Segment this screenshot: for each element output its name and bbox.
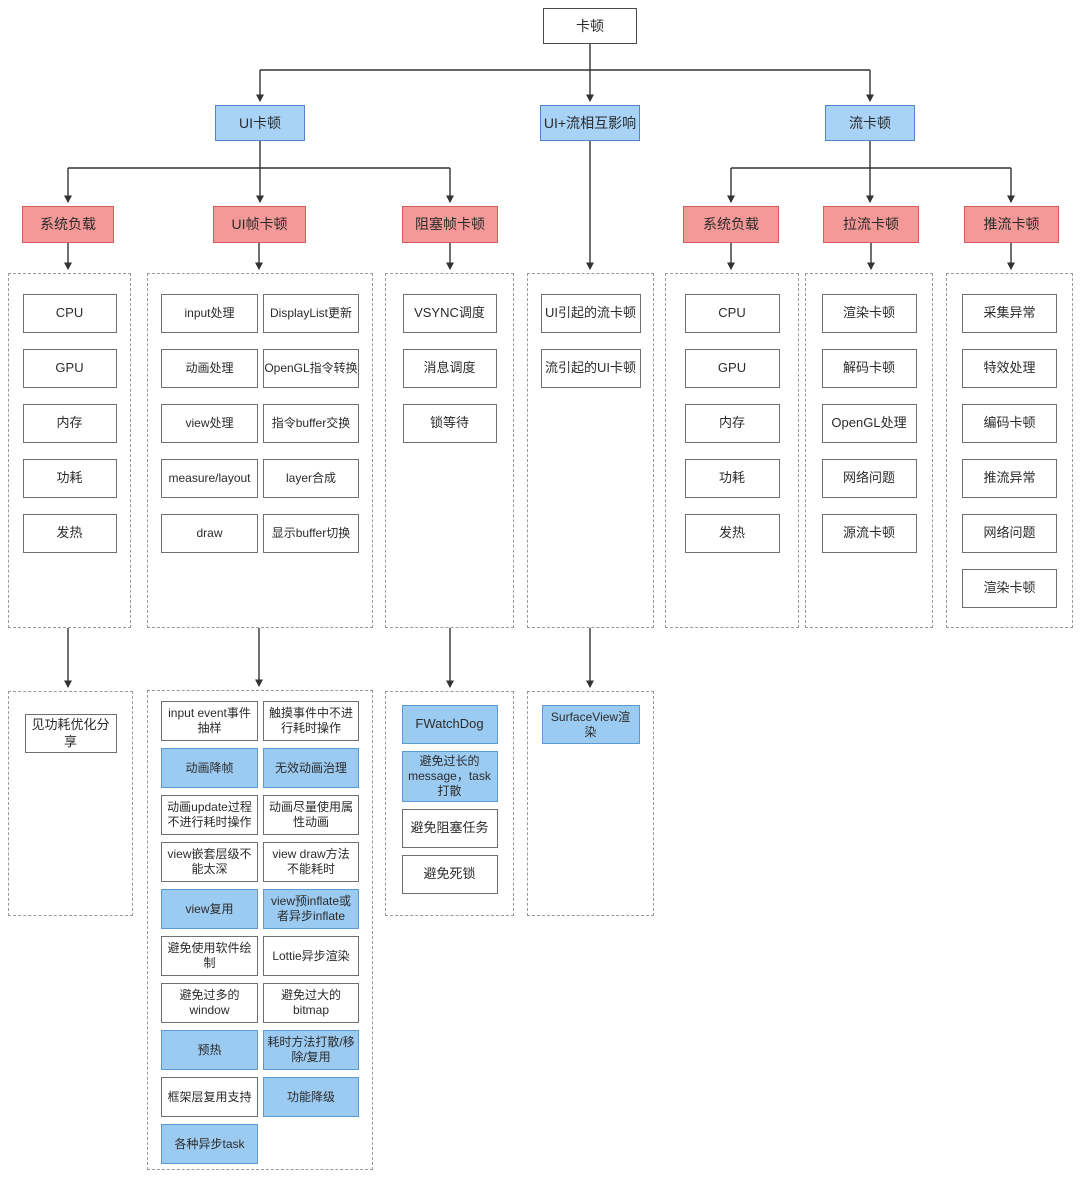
- opt-animation-frame-drop: 动画降帧: [161, 748, 258, 788]
- item-network-issue: 网络问题: [962, 514, 1057, 553]
- opt-view-pre-inflate: view预inflate或者异步inflate: [263, 889, 359, 929]
- item-power: 功耗: [684, 459, 780, 498]
- item-opengl-cmd-convert: OpenGL指令转换: [263, 349, 359, 388]
- opt-invalid-animation-cleanup: 无效动画治理: [263, 748, 359, 788]
- opt-view-reuse: view复用: [161, 889, 258, 929]
- node-push-stream-stutter: 推流卡顿: [964, 206, 1059, 243]
- item-input-handling: input处理: [161, 294, 258, 333]
- opt-view-draw-not-heavy: view draw方法不能耗时: [263, 842, 359, 882]
- opt-use-property-animation: 动画尽量使用属性动画: [263, 795, 359, 835]
- node-ui-stream-interaction: UI+流相互影响: [540, 105, 640, 141]
- panel-system-load-right: CPU GPU 内存 功耗 发热: [665, 273, 799, 628]
- opt-split-remove-reuse-heavy-methods: 耗时方法打散/移除/复用: [263, 1030, 359, 1070]
- item-heat: 发热: [22, 514, 117, 553]
- opt-fwatchdog: FWatchDog: [401, 705, 498, 744]
- item-source-stream-stutter: 源流卡顿: [821, 514, 917, 553]
- panel-ui-stream-detail: UI引起的流卡顿 流引起的UI卡顿: [527, 273, 654, 628]
- item-displaylist-update: DisplayList更新: [263, 294, 359, 333]
- item-view-handling: view处理: [161, 404, 258, 443]
- item-draw: draw: [161, 514, 258, 553]
- item-display-buffer-swap: 显示buffer切换: [263, 514, 359, 553]
- panel-ui-frame-detail: input处理 DisplayList更新 动画处理 OpenGL指令转换 vi…: [147, 273, 373, 628]
- node-system-load-right: 系统负载: [683, 206, 779, 243]
- item-gpu: GPU: [684, 349, 780, 388]
- opt-no-heavy-work-in-touch: 触摸事件中不进行耗时操作: [263, 701, 359, 741]
- item-push-abnormal: 推流异常: [962, 459, 1057, 498]
- item-see-power-optimization: 见功耗优化分享: [24, 714, 117, 753]
- opt-avoid-deadlock: 避免死锁: [401, 855, 498, 894]
- panel-system-load-left: CPU GPU 内存 功耗 发热: [8, 273, 131, 628]
- item-cmd-buffer-swap: 指令buffer交换: [263, 404, 359, 443]
- item-lock-wait: 锁等待: [402, 404, 497, 443]
- item-render-stutter: 渲染卡顿: [962, 569, 1057, 608]
- item-heat: 发热: [684, 514, 780, 553]
- item-message-schedule: 消息调度: [402, 349, 497, 388]
- node-system-load-left: 系统负载: [22, 206, 114, 243]
- opt-avoid-too-many-windows: 避免过多的window: [161, 983, 258, 1023]
- panel-blocked-frame-optimizations: FWatchDog 避免过长的message，task打散 避免阻塞任务 避免死…: [385, 691, 514, 916]
- panel-ui-frame-optimizations: input event事件抽样 触摸事件中不进行耗时操作 动画降帧 无效动画治理…: [147, 690, 373, 1170]
- item-encode-stutter: 编码卡顿: [962, 404, 1057, 443]
- item-ui-causes-stream-stutter: UI引起的流卡顿: [540, 294, 641, 333]
- panel-pull-stream-detail: 渲染卡顿 解码卡顿 OpenGL处理 网络问题 源流卡顿: [805, 273, 933, 628]
- opt-feature-downgrade: 功能降级: [263, 1077, 359, 1117]
- item-render-stutter: 渲染卡顿: [821, 294, 917, 333]
- opt-view-nesting-depth: view嵌套层级不能太深: [161, 842, 258, 882]
- node-stutter-root: 卡顿: [543, 8, 637, 44]
- opt-avoid-software-rendering: 避免使用软件绘制: [161, 936, 258, 976]
- panel-ui-stream-optimizations: SurfaceView渲染: [527, 691, 654, 916]
- item-layer-compose: layer合成: [263, 459, 359, 498]
- item-capture-abnormal: 采集异常: [962, 294, 1057, 333]
- item-memory: 内存: [22, 404, 117, 443]
- item-animation-handling: 动画处理: [161, 349, 258, 388]
- item-effect-processing: 特效处理: [962, 349, 1057, 388]
- item-vsync-schedule: VSYNC调度: [402, 294, 497, 333]
- item-opengl-handling: OpenGL处理: [821, 404, 917, 443]
- panel-push-stream-detail: 采集异常 特效处理 编码卡顿 推流异常 网络问题 渲染卡顿: [946, 273, 1073, 628]
- panel-power-note: 见功耗优化分享: [8, 691, 133, 916]
- item-cpu: CPU: [684, 294, 780, 333]
- node-blocked-frame-stutter: 阻塞帧卡顿: [402, 206, 498, 243]
- item-stream-causes-ui-stutter: 流引起的UI卡顿: [540, 349, 641, 388]
- node-ui-stutter: UI卡顿: [215, 105, 305, 141]
- node-ui-frame-stutter: UI帧卡顿: [213, 206, 306, 243]
- opt-various-async-tasks: 各种异步task: [161, 1124, 258, 1164]
- opt-avoid-blocking-tasks: 避免阻塞任务: [401, 809, 498, 848]
- panel-blocked-frame-detail: VSYNC调度 消息调度 锁等待: [385, 273, 514, 628]
- opt-no-heavy-work-in-update: 动画update过程不进行耗时操作: [161, 795, 258, 835]
- opt-split-long-message-task: 避免过长的message，task打散: [401, 751, 498, 802]
- opt-lottie-async-render: Lottie异步渲染: [263, 936, 359, 976]
- item-power: 功耗: [22, 459, 117, 498]
- opt-input-event-sampling: input event事件抽样: [161, 701, 258, 741]
- item-network-issue: 网络问题: [821, 459, 917, 498]
- node-stream-stutter: 流卡顿: [825, 105, 915, 141]
- opt-avoid-large-bitmap: 避免过大的bitmap: [263, 983, 359, 1023]
- opt-surfaceview-render: SurfaceView渲染: [541, 705, 640, 744]
- opt-framework-reuse-support: 框架层复用支持: [161, 1077, 258, 1117]
- item-gpu: GPU: [22, 349, 117, 388]
- item-memory: 内存: [684, 404, 780, 443]
- item-decode-stutter: 解码卡顿: [821, 349, 917, 388]
- opt-preheat: 预热: [161, 1030, 258, 1070]
- node-pull-stream-stutter: 拉流卡顿: [823, 206, 919, 243]
- item-cpu: CPU: [22, 294, 117, 333]
- item-measure-layout: measure/layout: [161, 459, 258, 498]
